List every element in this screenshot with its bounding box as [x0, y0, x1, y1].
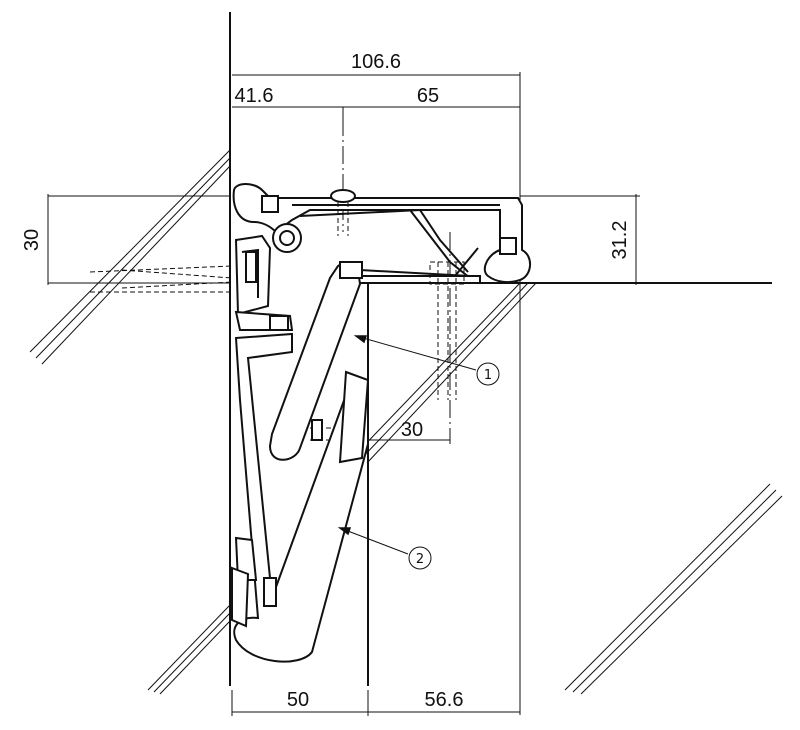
- wall-anchor-dashed: [89, 265, 233, 293]
- dimension-overall-width: 106.6: [351, 51, 401, 73]
- spring-arm-2: [231, 332, 370, 663]
- dimension-mid-offset: 30: [401, 419, 423, 441]
- cover-plate-profile: [232, 183, 531, 284]
- callout-1-label: 1: [484, 368, 492, 383]
- floor-anchor-dashed: [429, 261, 465, 400]
- callout-2-label: 2: [416, 552, 424, 567]
- right-lower-slab-hatch: [564, 483, 783, 695]
- dimension-left-offset: 41.6: [235, 85, 274, 107]
- spring-arm-1: [268, 261, 363, 461]
- center-diagonal-hatch: [354, 282, 537, 464]
- dimension-bottom-right: 56.6: [425, 689, 464, 711]
- dimension-bottom-left: 50: [287, 689, 309, 711]
- top-screw: [330, 189, 356, 236]
- wall-bracket-profile: [234, 234, 294, 331]
- dimension-lines: [47, 74, 640, 716]
- floor-plate: [344, 269, 481, 284]
- callout-2-leader: [337, 527, 409, 555]
- callout-2-marker: 2: [408, 546, 432, 570]
- callout-1-marker: 1: [476, 362, 500, 386]
- dimension-right-offset: 65: [417, 85, 439, 107]
- callout-1-leader: [353, 335, 477, 371]
- dimension-right-height: 31.2: [609, 221, 631, 260]
- dimension-left-height: 30: [21, 229, 43, 251]
- left-upper-wall-hatch: [29, 149, 231, 365]
- left-lower-wall-hatch: [147, 604, 231, 695]
